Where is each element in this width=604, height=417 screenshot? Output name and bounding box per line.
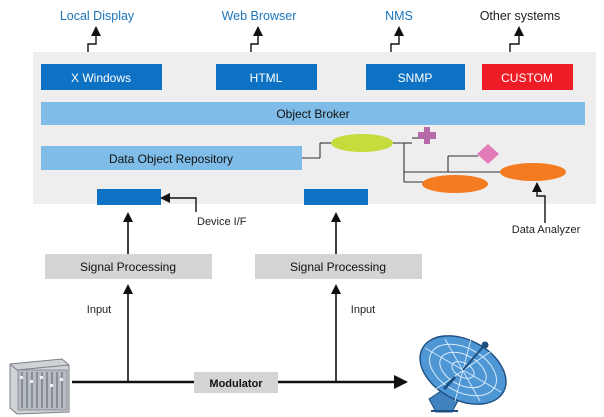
signal-processing-right-box: [255, 254, 422, 279]
purple-cross-object: [418, 127, 436, 144]
x-windows-box: [41, 64, 162, 90]
signal-processing-left-box: [45, 254, 212, 279]
snmp-box: [366, 64, 465, 90]
modulator-box: [194, 372, 278, 393]
orange-data-object-right: [500, 163, 566, 181]
object-broker-label: Object Broker: [276, 107, 349, 121]
signal-processing-left-label: Signal Processing: [80, 260, 176, 274]
data-object-repository-label: Data Object Repository: [109, 152, 233, 166]
modulator-label: Modulator: [209, 378, 263, 390]
input-left-label: Input: [87, 304, 111, 316]
local-display-label: Local Display: [60, 9, 135, 23]
signal-flow-arrows: [123, 212, 341, 382]
pink-diamond-object: [477, 144, 499, 164]
custom-box: [482, 64, 573, 90]
device-interface-right-box: [304, 189, 368, 205]
web-browser-label: Web Browser: [222, 9, 297, 23]
data-analyzer-label: Data Analyzer: [512, 224, 581, 236]
custom-label: CUSTOM: [501, 71, 553, 85]
green-data-object: [331, 134, 393, 152]
rack-equipment-icon: [9, 358, 70, 415]
satellite-dish-icon: [419, 335, 507, 413]
html-box: [216, 64, 317, 90]
nms-label: NMS: [385, 9, 413, 23]
x-windows-label: X Windows: [71, 71, 131, 85]
signal-processing-right-label: Signal Processing: [290, 260, 386, 274]
object-broker-bar: [41, 102, 585, 125]
orange-data-object-left: [422, 175, 488, 193]
data-object-repository-bar: [41, 146, 302, 170]
device-if-pointer-arrow: [160, 193, 197, 212]
device-interface-left-box: [97, 189, 161, 205]
input-right-label: Input: [351, 304, 375, 316]
snmp-label: SNMP: [398, 71, 433, 85]
html-label: HTML: [250, 71, 283, 85]
other-systems-label: Other systems: [480, 9, 561, 23]
data-analyzer-arrow: [532, 182, 546, 223]
device-if-label: Device I/F: [197, 216, 247, 228]
